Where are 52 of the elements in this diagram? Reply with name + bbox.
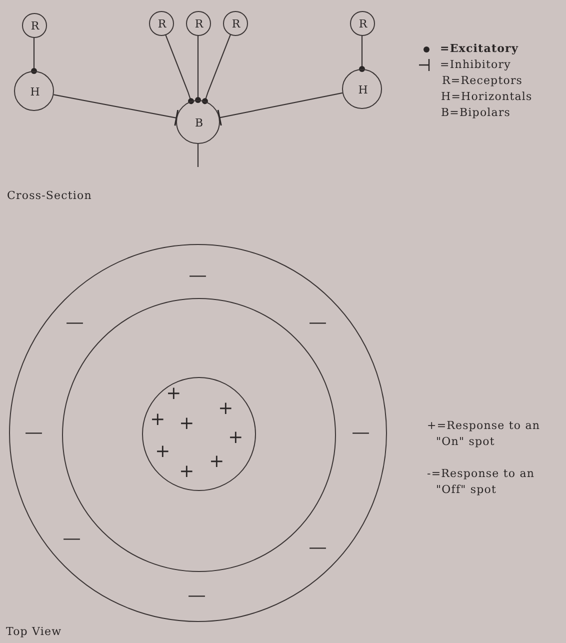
plus-sign: +: [155, 443, 171, 461]
minus-sign: —: [352, 424, 370, 442]
center-circle: [142, 377, 256, 491]
plus-sign: +: [209, 453, 225, 471]
cell-letter: R: [358, 18, 368, 30]
cell-circle: [186, 10, 210, 36]
minus-sign: —: [66, 314, 84, 332]
connector-line: [165, 34, 194, 104]
legend-note: -=Response to an "Off" spot: [427, 466, 536, 498]
legend-note: +=Response to an "On" spot: [427, 418, 542, 450]
connector-line: [195, 36, 201, 103]
cell-circle: [342, 69, 382, 109]
cell-letter: H: [358, 84, 368, 96]
caption-text: Top View: [6, 624, 62, 640]
connector-line: [54, 94, 179, 126]
cell-letter: B: [194, 118, 204, 128]
plus-sign: +: [218, 400, 234, 418]
connector-line: [359, 36, 365, 72]
plus-sign: +: [150, 411, 166, 429]
legend-text: H=Horizontals: [441, 89, 532, 105]
caption-text: Cross-Section: [7, 188, 92, 204]
cell-letter: R: [158, 18, 166, 30]
minus-sign: —: [308, 314, 328, 332]
plus-sign: +: [166, 385, 182, 403]
plus-sign: +: [179, 415, 195, 433]
minus-sign: —: [62, 530, 82, 548]
cell-circle: [176, 100, 220, 144]
cell-letter: R: [232, 18, 240, 30]
legend-text: R=Receptors: [442, 73, 523, 89]
cell-circle: [222, 10, 248, 36]
ring-circle: [8, 244, 386, 622]
legend-text: B=Bipolars: [441, 105, 511, 121]
minus-sign: —: [188, 267, 208, 285]
connector-line: [31, 38, 37, 74]
legend-text: =Inhibitory: [440, 57, 511, 73]
connector-line: [217, 92, 342, 126]
connector-line: [197, 144, 199, 167]
cell-circle: [14, 71, 54, 111]
legend-text: =Excitatory: [440, 41, 518, 57]
cell-letter: R: [30, 20, 40, 32]
cell-letter: H: [30, 86, 40, 98]
cell-circle: [22, 12, 46, 38]
plus-sign: +: [179, 463, 195, 481]
cell-circle: [148, 10, 174, 36]
minus-sign: —: [308, 539, 328, 557]
plus-sign: +: [228, 429, 244, 447]
ring-circle: [62, 298, 336, 572]
minus-sign: —: [188, 587, 206, 605]
cell-letter: R: [194, 18, 204, 30]
minus-sign: —: [24, 424, 44, 442]
cell-circle: [350, 10, 374, 36]
connector-line: [202, 34, 231, 104]
